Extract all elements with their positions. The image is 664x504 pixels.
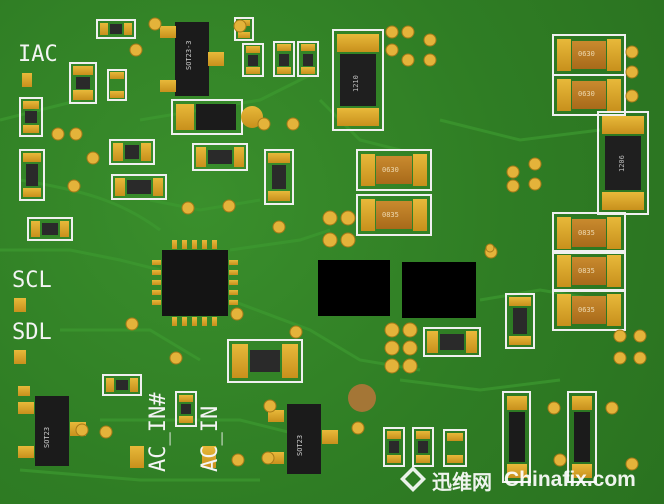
- pkg-sot23-bottom-left: SOT23: [43, 426, 51, 448]
- resistor-1210: [332, 29, 384, 131]
- pkg-cap-c7: 0635: [578, 306, 595, 314]
- pkg-cap-c4: 0630: [578, 90, 595, 98]
- passive-r6: [273, 41, 295, 77]
- diode-bottom-1: [502, 391, 531, 483]
- passive-r14: [264, 149, 294, 205]
- watermark-cn: 迅维网: [432, 472, 492, 494]
- passive-r22: [227, 339, 303, 383]
- passive-r3: [69, 62, 97, 104]
- silk-ac-in-n: AC_IN#: [146, 392, 171, 472]
- passive-r17: [383, 427, 405, 467]
- pkg-sot23-bottom-mid: SOT23: [296, 434, 304, 456]
- diode-top: [171, 99, 263, 135]
- diode-bottom-2: [567, 391, 597, 483]
- passive-r5: [242, 43, 264, 77]
- watermark-en: Chinafix.com: [504, 468, 636, 491]
- cap-c7: [552, 289, 626, 331]
- capacitor-array: [356, 34, 626, 331]
- pkg-cap-c1: 0630: [382, 166, 399, 174]
- pkg-sot23-top: SOT23-3: [185, 40, 193, 70]
- passive-r15: [102, 374, 142, 396]
- resistor-1206: [597, 111, 649, 215]
- cap-c5: [552, 212, 626, 254]
- passive-r8: [19, 97, 43, 137]
- silk-scl: SCL: [12, 268, 52, 293]
- watermark-logo-icon: [398, 464, 428, 494]
- passive-r18: [412, 427, 434, 467]
- passive-r7: [297, 41, 319, 77]
- passive-r21: [505, 293, 535, 349]
- silk-sdl: SDL: [12, 320, 52, 345]
- passive-r11: [109, 139, 155, 165]
- passive-r13: [192, 143, 248, 171]
- passive-r20: [423, 327, 481, 357]
- vias: [51, 17, 647, 471]
- passive-r10: [27, 217, 73, 241]
- pkg-cap-c2: 0835: [382, 211, 399, 219]
- small-passives: [19, 17, 535, 467]
- qfn-ic: [152, 240, 238, 326]
- sot23-bottom-left: [18, 396, 86, 466]
- passive-r16: [175, 391, 197, 427]
- silk-ac-in: AC_IN: [198, 405, 223, 472]
- mosfet-left: [318, 260, 390, 316]
- pkg-cap-c5: 0835: [578, 229, 595, 237]
- cap-c1: [356, 149, 432, 191]
- passive-r9: [19, 149, 45, 201]
- passive-r19: [443, 429, 467, 467]
- silk-iac: IAC: [18, 42, 58, 67]
- pkg-cap-c6: 0835: [578, 267, 595, 275]
- mosfet-right: [402, 262, 476, 318]
- cap-c4: [552, 74, 626, 116]
- copper-spot: [348, 384, 376, 412]
- passive-r1: [96, 19, 136, 39]
- pkg-cap-c3: 0630: [578, 50, 595, 58]
- passive-r12: [111, 174, 167, 200]
- label-pads: [14, 73, 216, 468]
- passive-r4: [107, 69, 127, 101]
- pkg-1210: 1210: [352, 75, 360, 92]
- cap-c2: [356, 194, 432, 236]
- pkg-1206: 1206: [618, 155, 626, 172]
- sot23-top: [160, 22, 224, 96]
